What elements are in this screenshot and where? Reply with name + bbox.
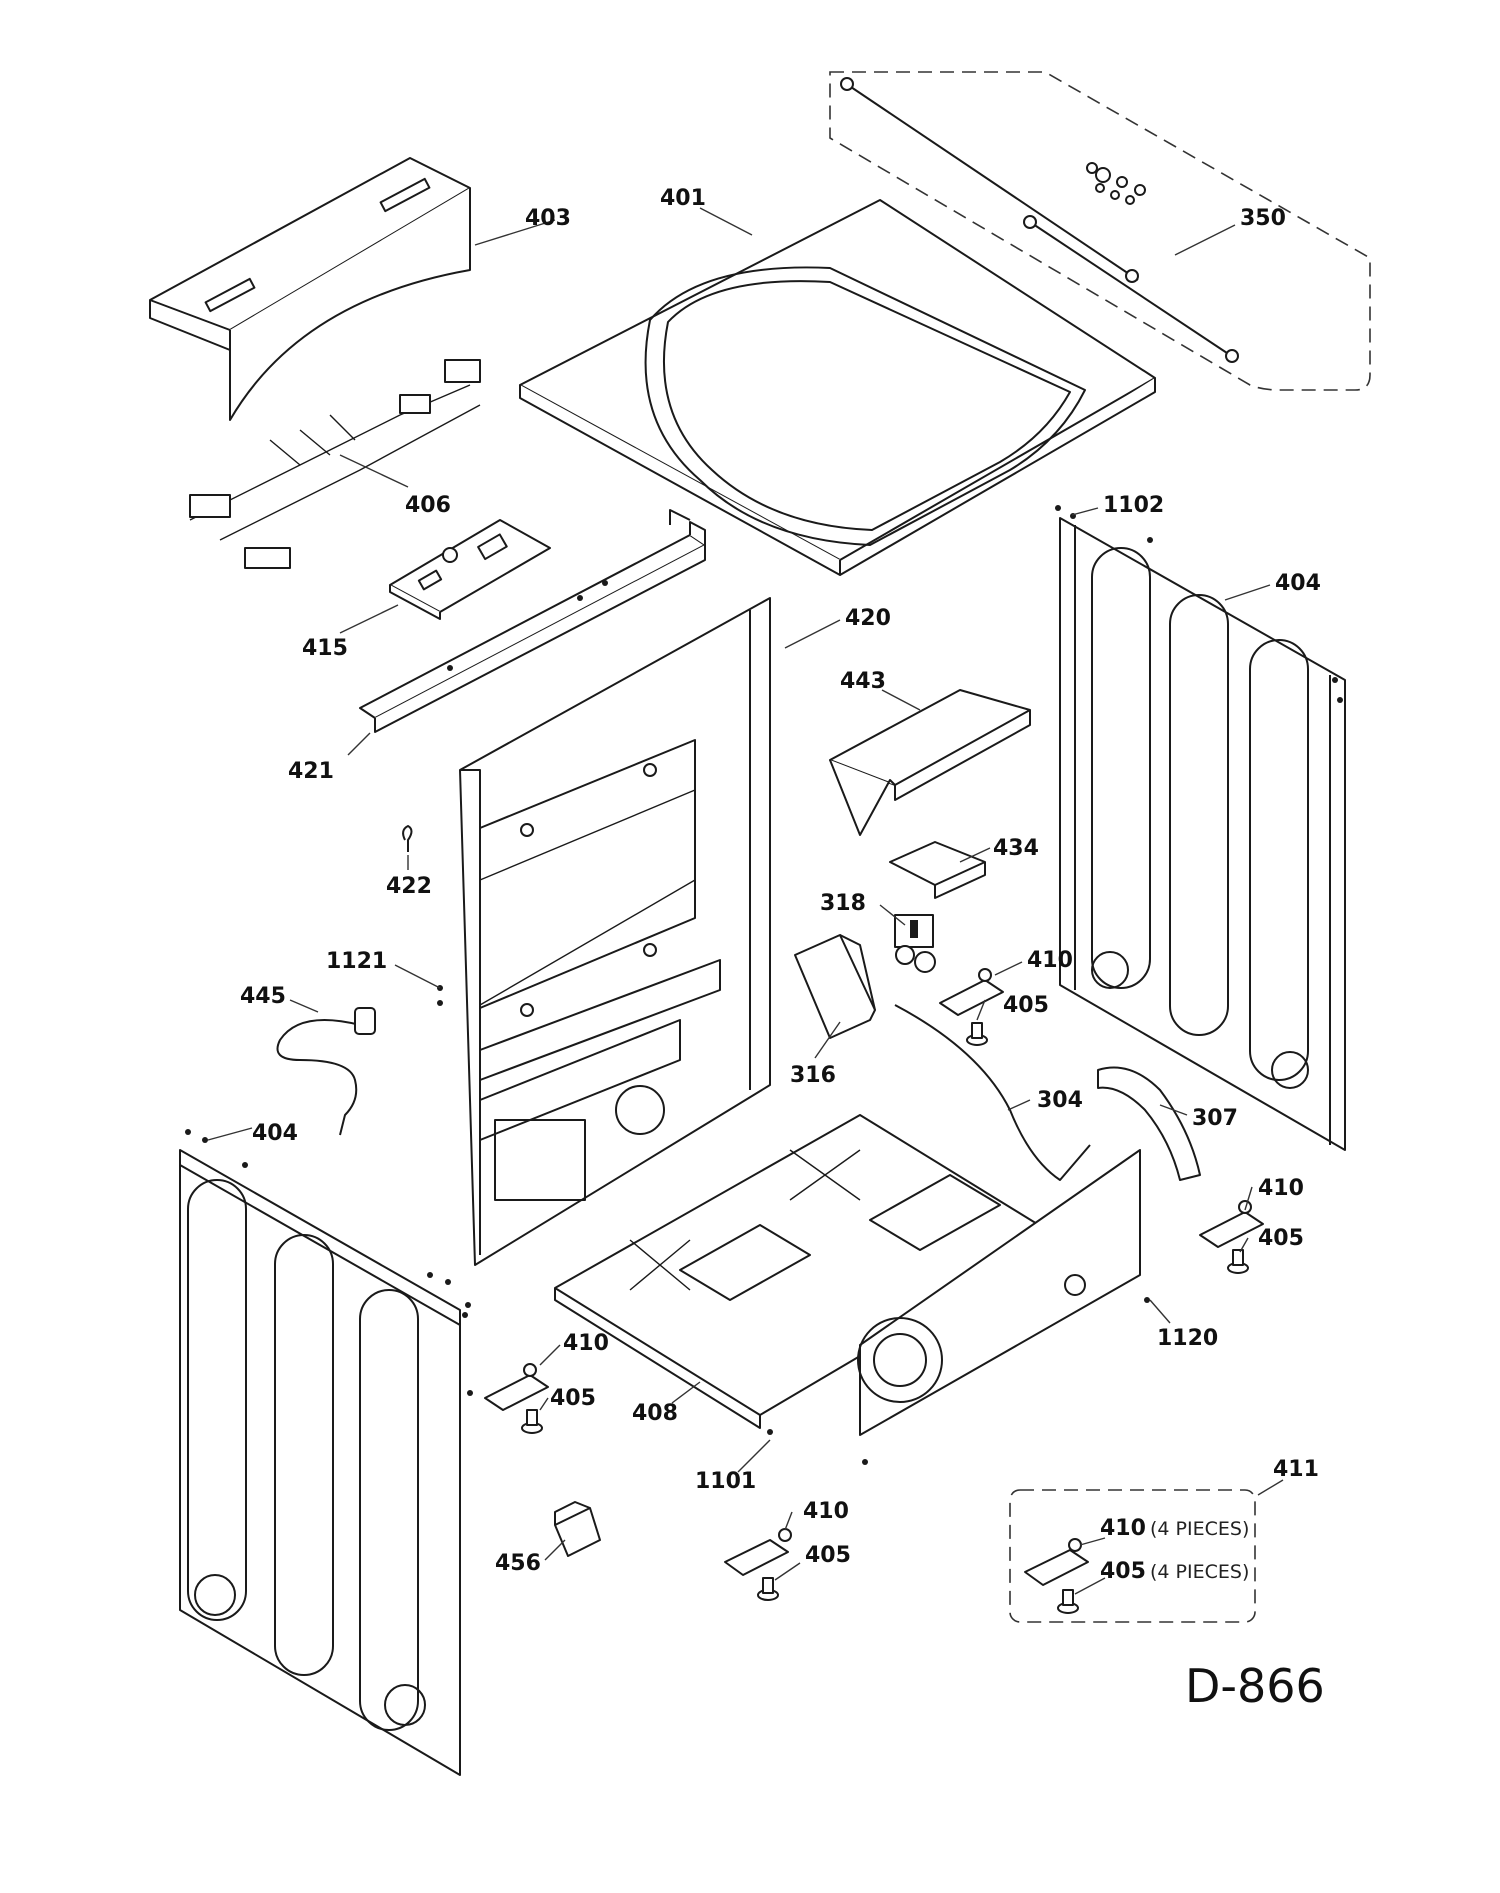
label-403: 403 [525,206,571,231]
label-kit-410-note: (4 PIECES) [1150,1518,1249,1540]
label-443: 443 [840,669,886,694]
label-kit-410: 410 [1100,1516,1146,1541]
label-421: 421 [288,759,334,784]
label-307: 307 [1192,1106,1238,1131]
label-401: 401 [660,186,706,211]
part-434-valve-bracket [889,841,986,899]
part-410-405-center-foot [724,1528,792,1601]
part-415-control-board [389,519,551,620]
label-350: 350 [1240,206,1286,231]
part-422-spring [402,825,413,852]
label-408: 408 [632,1401,678,1426]
label-316: 316 [790,1063,836,1088]
part-445-power-cord [276,1007,376,1136]
part-406-wire-harness [189,359,481,569]
label-434: 434 [993,836,1039,861]
part-316-valve-cover [794,934,876,1039]
part-318-water-valve [894,914,936,973]
label-kit-405-note: (4 PIECES) [1150,1561,1249,1583]
label-445: 445 [240,984,286,1009]
part-410-405-left-foot [484,1363,549,1434]
label-404-left: 404 [252,1121,298,1146]
label-420: 420 [845,606,891,631]
label-415: 415 [302,636,348,661]
leader-lines [207,207,1284,1595]
part-410-405-right-foot [1199,1200,1264,1274]
part-408-base-frame [554,1114,1141,1436]
part-421-bracket-rail [359,509,706,733]
label-411: 411 [1273,1457,1319,1482]
label-410-left: 410 [563,1331,609,1356]
label-318: 318 [820,891,866,916]
part-350-rod-kit [829,71,1371,391]
label-405-valve: 405 [1003,993,1049,1018]
label-1120: 1120 [1157,1326,1218,1351]
part-404-left-side-panel [179,1149,461,1776]
label-410-center: 410 [803,1499,849,1524]
label-405-right: 405 [1258,1226,1304,1251]
label-kit-405: 405 [1100,1559,1146,1584]
label-405-left: 405 [550,1386,596,1411]
label-304: 304 [1037,1088,1083,1113]
label-1101: 1101 [695,1469,756,1494]
part-456-clip [554,1501,601,1557]
part-401-top-panel [519,199,1156,576]
label-406: 406 [405,493,451,518]
part-404-right-side-panel [1059,517,1346,1151]
label-410-right: 410 [1258,1176,1304,1201]
part-411-leveling-kit [1009,1489,1256,1623]
label-456: 456 [495,1551,541,1576]
label-404-right: 404 [1275,571,1321,596]
part-307-hose [1097,1066,1201,1181]
part-410-405-valve-foot [939,968,1004,1046]
label-422: 422 [386,874,432,899]
part-420-rear-panel [459,597,771,1266]
label-1121: 1121 [326,949,387,974]
label-410-valve: 410 [1027,948,1073,973]
part-443-duct-cover [829,689,1031,836]
label-405-center: 405 [805,1543,851,1568]
part-number-labels: 401 403 350 406 1102 404 415 420 443 421… [240,186,1321,1584]
part-403-console-cover [149,157,471,421]
label-1102: 1102 [1103,493,1164,518]
drawing-id: D-866 [1185,1659,1325,1713]
